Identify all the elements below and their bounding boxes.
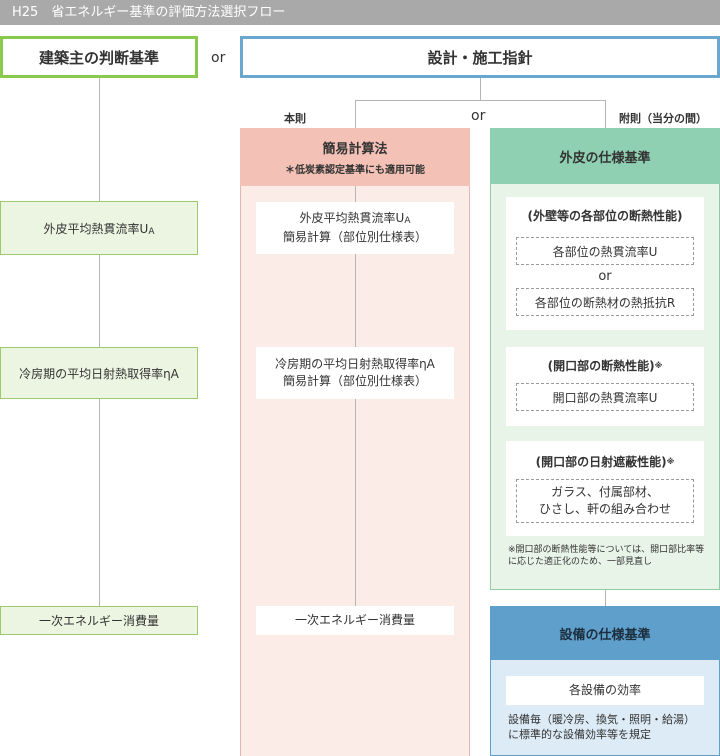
solar-shading-panel: (開口部の日射遮蔽性能)※ ガラス、付属部材、 ひさし、軒の組み合わせ xyxy=(506,441,704,536)
page-title: H25 省エネルギー基準の評価方法選択フロー xyxy=(0,0,720,25)
envelope-spec-header: 外皮の仕様基準 xyxy=(490,128,720,184)
simple-method-note: ＊低炭素認定基準にも適用可能 xyxy=(285,165,425,176)
simple-eta-line2: 簡易計算（部位別仕様表） xyxy=(282,374,427,388)
branch-label-supplementary: 附則（当分の間） xyxy=(619,112,707,125)
equipment-note: 設備毎（暖冷房、換気・照明・給湯）に標準的な設備効率等を規定 xyxy=(508,713,695,741)
or-label-top: or xyxy=(211,50,226,66)
solar-shading-combo: ガラス、付属部材、 ひさし、軒の組み合わせ xyxy=(516,479,694,523)
envelope-footnote: ※開口部の断熱性能等については、開口部比率等に応じた適正化のため、一部見直し xyxy=(508,545,705,567)
connector-envelope-equipment xyxy=(605,590,606,606)
connector-branch-right xyxy=(605,100,606,128)
simple-method-header: 簡易計算法 ＊低炭素認定基準にも適用可能 xyxy=(240,128,470,186)
simple-energy-label: 一次エネルギー消費量 xyxy=(294,613,415,627)
wall-insulation-title: (外壁等の各部位の断熱性能) xyxy=(527,209,683,223)
wall-option-r: 各部位の断熱材の熱抵抗R xyxy=(516,288,694,316)
connector-branch xyxy=(355,100,605,101)
owner-item-energy-label: 一次エネルギー消費量 xyxy=(38,614,159,628)
owner-item-ua-label: 外皮平均熱貫流率UA xyxy=(43,221,155,237)
opening-insulation-title: (開口部の断熱性能)※ xyxy=(547,359,663,373)
equipment-spec-title: 設備の仕様基準 xyxy=(559,627,651,643)
solar-shading-title: (開口部の日射遮蔽性能)※ xyxy=(535,455,675,469)
connector-simple xyxy=(355,186,356,616)
owner-item-eta: 冷房期の平均日射熱取得率ηA xyxy=(0,347,198,399)
owner-item-eta-label: 冷房期の平均日射熱取得率ηA xyxy=(19,366,179,381)
simple-energy-box: 一次エネルギー消費量 xyxy=(256,606,454,635)
or-label-wall: or xyxy=(598,269,612,284)
wall-insulation-panel: (外壁等の各部位の断熱性能) 各部位の熱貫流率U or 各部位の断熱材の熱抵抗R xyxy=(506,197,704,330)
simple-ua-line2: 簡易計算（部位別仕様表） xyxy=(282,230,427,244)
simple-ua-box: 外皮平均熱貫流率UA 簡易計算（部位別仕様表） xyxy=(256,202,454,254)
connector-branch-left xyxy=(355,100,356,128)
branch-label-main: 本則 xyxy=(284,112,306,125)
envelope-spec-title: 外皮の仕様基準 xyxy=(559,150,651,166)
owner-item-energy: 一次エネルギー消費量 xyxy=(0,606,198,635)
wall-option-u: 各部位の熱貫流率U xyxy=(516,237,694,265)
or-label-middle: or xyxy=(471,108,486,124)
guideline-title: 設計・施工指針 xyxy=(427,48,533,67)
opening-u-value: 開口部の熱貫流率U xyxy=(516,383,694,411)
simple-eta-box: 冷房期の平均日射熱取得率ηA 簡易計算（部位別仕様表） xyxy=(256,347,454,399)
owner-item-ua: 外皮平均熱貫流率UA xyxy=(0,201,198,255)
owner-criteria-box: 建築主の判断基準 xyxy=(0,36,198,78)
simple-eta-line1: 冷房期の平均日射熱取得率ηA xyxy=(275,357,435,371)
equipment-efficiency-box: 各設備の効率 xyxy=(506,676,704,705)
simple-method-title: 簡易計算法 xyxy=(322,142,388,157)
opening-insulation-panel: (開口部の断熱性能)※ 開口部の熱貫流率U xyxy=(506,347,704,426)
equipment-spec-header: 設備の仕様基準 xyxy=(490,606,720,660)
owner-criteria-title: 建築主の判断基準 xyxy=(38,48,159,67)
connector-guideline xyxy=(480,78,481,100)
simple-ua-line1: 外皮平均熱貫流率UA xyxy=(299,211,411,226)
guideline-box: 設計・施工指針 xyxy=(240,36,720,78)
